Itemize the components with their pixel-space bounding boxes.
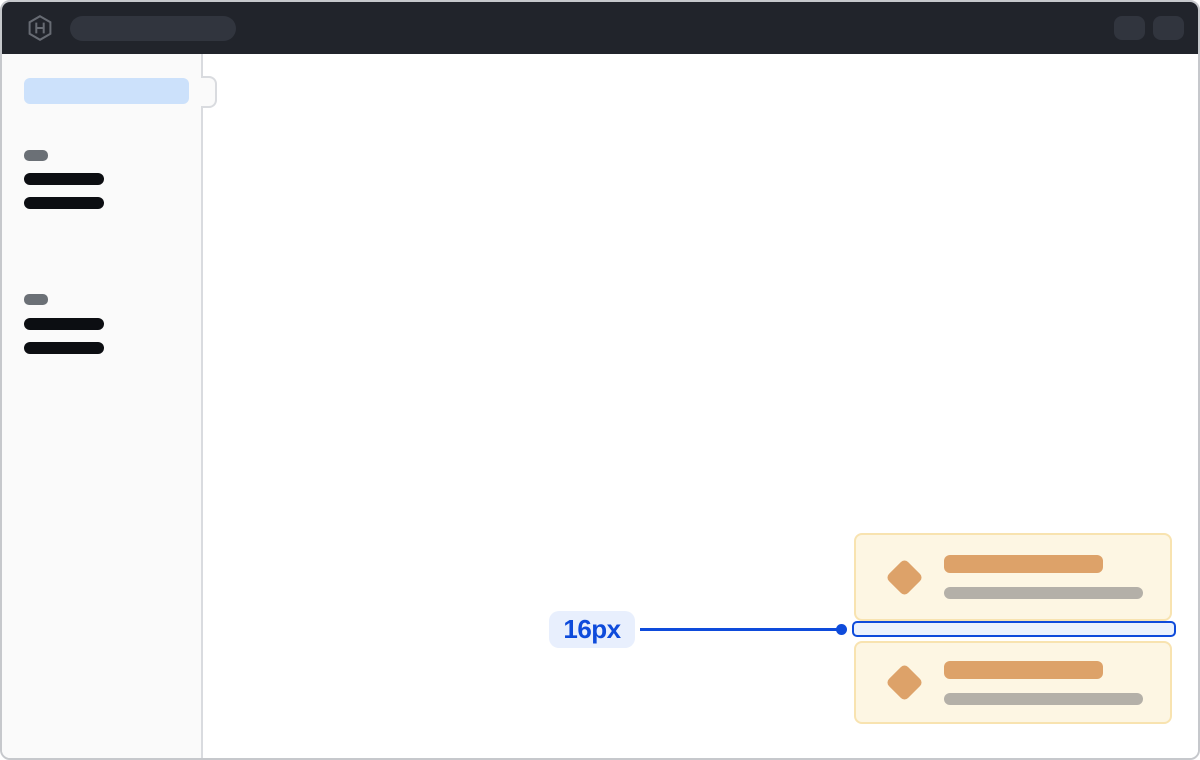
card-text-placeholders [944, 555, 1143, 599]
header-action-placeholder-1[interactable] [1114, 16, 1145, 40]
card-title-placeholder [944, 555, 1103, 573]
app-header [2, 2, 1198, 54]
sidebar-group2-item1-placeholder[interactable] [24, 318, 104, 330]
diamond-icon [884, 663, 924, 702]
header-action-placeholder-2[interactable] [1153, 16, 1184, 40]
sidebar-active-item-placeholder[interactable] [24, 78, 189, 104]
sidebar-group2-label-placeholder [24, 294, 48, 305]
spacing-measure-box [852, 621, 1176, 637]
sidebar-group1-item2-placeholder[interactable] [24, 197, 104, 209]
sidebar-group2-item2-placeholder[interactable] [24, 342, 104, 354]
spacing-annotation-label: 16px [549, 611, 635, 648]
card-title-placeholder [944, 660, 1103, 679]
card-text-placeholders [944, 660, 1143, 705]
card-subtitle-placeholder [944, 692, 1143, 705]
sidebar-group1-label-placeholder [24, 150, 48, 161]
side-nav [2, 54, 203, 758]
diamond-icon [884, 557, 924, 597]
hashicorp-logo-icon[interactable] [28, 15, 52, 41]
sidebar-group1-item1-placeholder[interactable] [24, 173, 104, 185]
card-subtitle-placeholder [944, 587, 1143, 599]
measure-connector-dot [836, 624, 847, 635]
window-body: 16px [2, 54, 1198, 758]
header-nav-placeholder[interactable] [70, 15, 236, 41]
main-content: 16px [203, 54, 1198, 758]
sidebar-toggle-notch[interactable] [201, 76, 217, 108]
measure-connector-line [640, 628, 838, 631]
card-placeholder-2[interactable] [854, 641, 1172, 724]
card-placeholder-1[interactable] [854, 533, 1172, 621]
header-actions [1114, 16, 1184, 40]
